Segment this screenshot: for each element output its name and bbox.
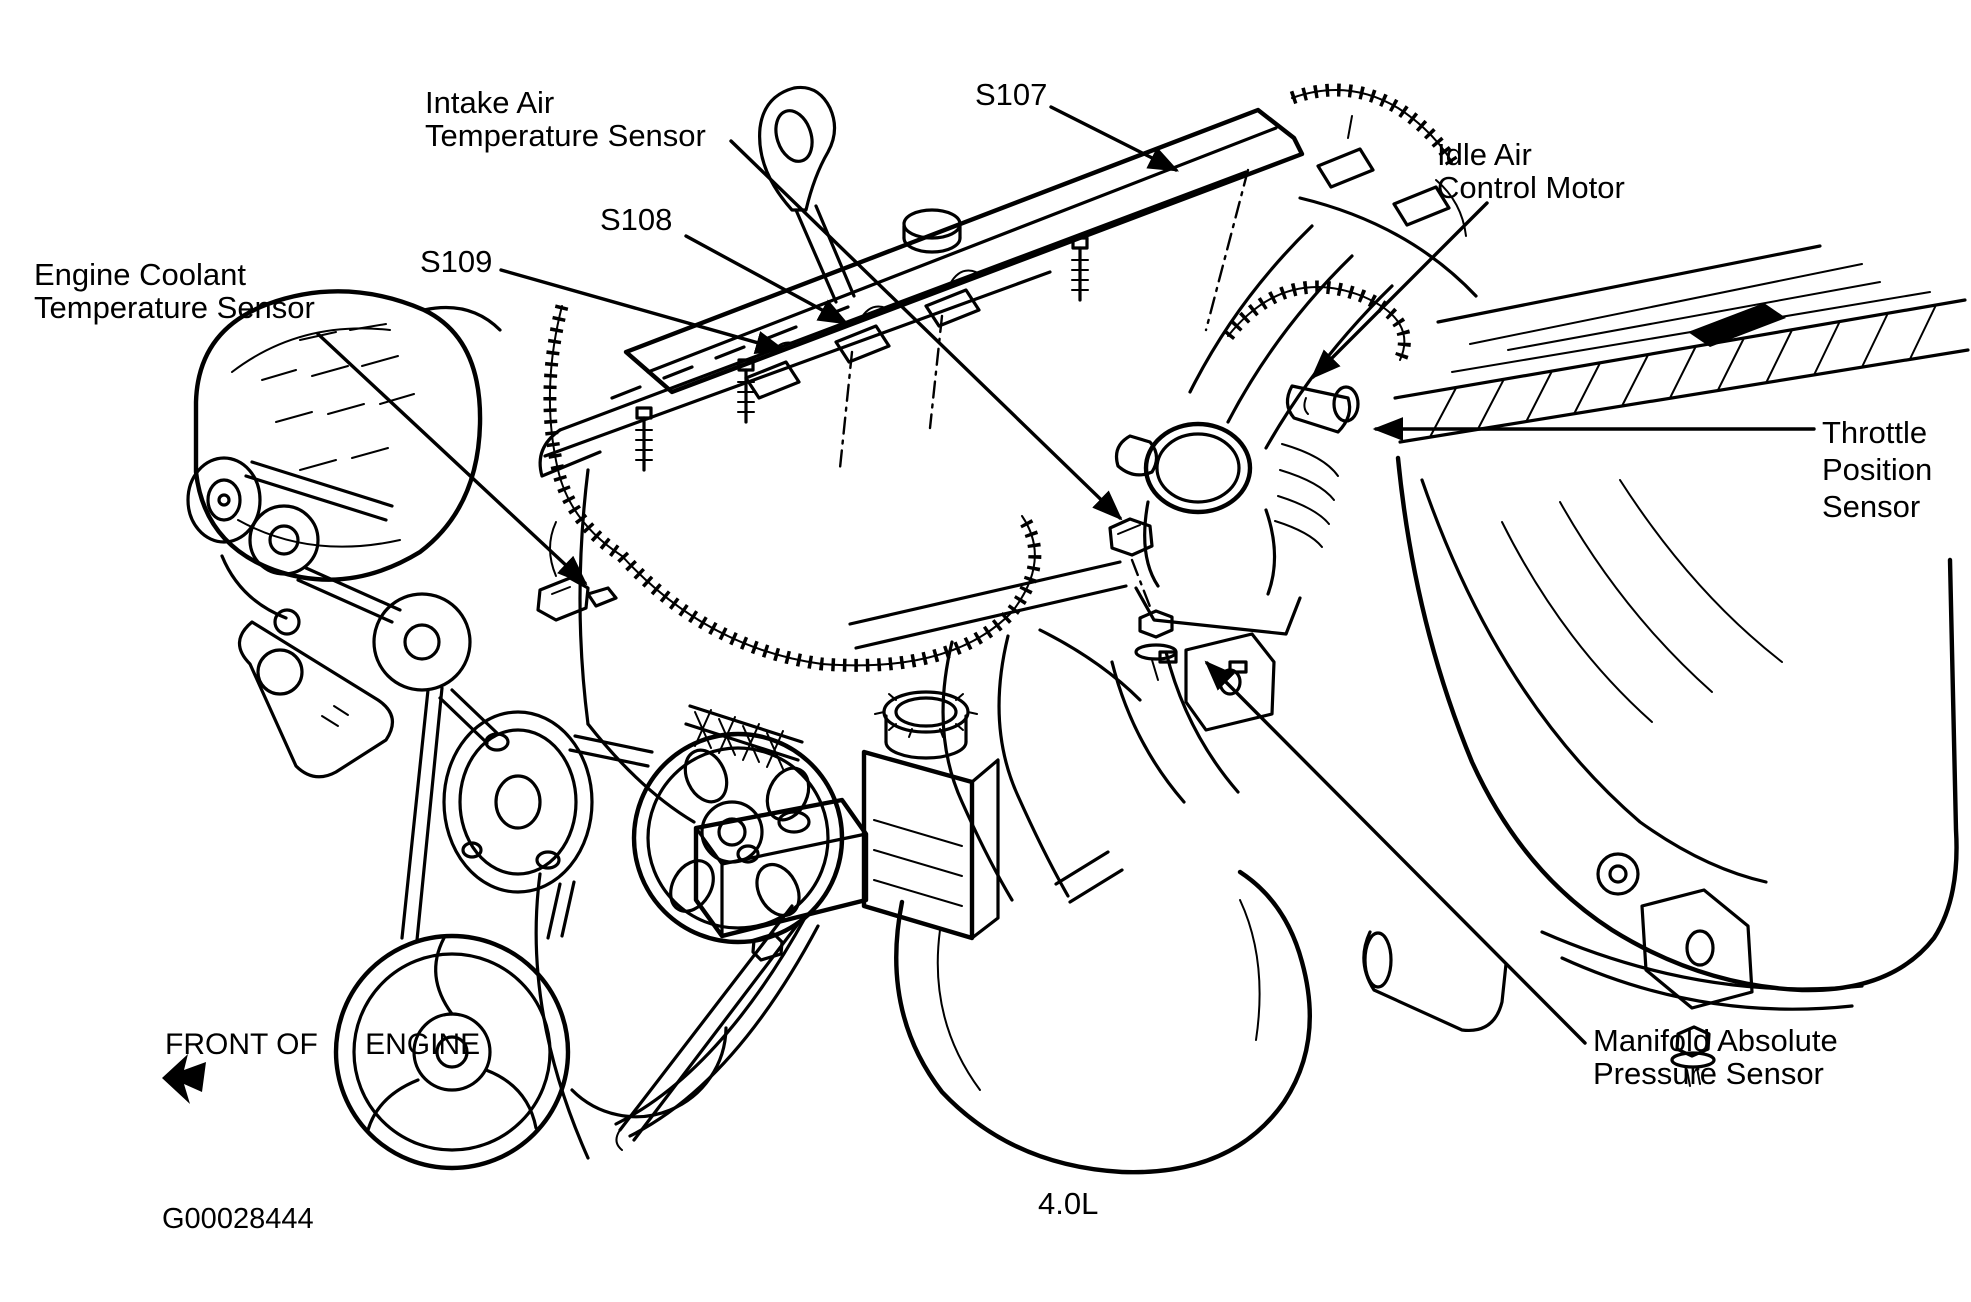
leader-idle-air-control-motor [1310,201,1489,380]
front-of-engine-arrow-icon [162,1054,206,1104]
callout-throttle-position-sensor: Throttle Position Sensor [1822,415,1933,524]
injector-harness [543,83,1467,770]
leader-engine-coolant-temperature-sensor [316,332,588,586]
leader-s108 [684,234,849,325]
sensor-fittings [536,517,1276,732]
intake-air-temperature-sensor-part [1108,517,1178,681]
figure-code: G00028444 [162,1203,314,1235]
engine-coolant-temperature-sensor-part [536,521,618,622]
callout-s109: S109 [420,244,493,279]
stud-spring-3 [1071,236,1089,302]
callout-manifold-absolute-pressure-sensor: Manifold Absolute Pressure Sensor [1593,1023,1838,1091]
callout-intake-air-temperature-sensor: Intake Air Temperature Sensor [425,85,706,153]
leader-lines [316,105,1816,1045]
idle-air-control-motor-part [1222,280,1411,434]
valve-cover-fuel-rail [538,85,1305,478]
ps-reservoir [861,690,1000,941]
throttle-position-sensor-part [1114,434,1159,477]
transmission [1362,244,1970,1087]
callout-s108: S108 [600,202,673,237]
stud-spring-2 [737,358,755,424]
callout-idle-air-control-motor: Idle Air Control Motor [1437,137,1625,205]
leader-s109 [499,268,787,355]
belt-drive [237,460,820,1138]
bolt [1670,1025,1716,1087]
callout-s107: S107 [975,77,1048,112]
stud-spring-1 [635,406,653,472]
callout-engine-coolant-temperature-sensor: Engine Coolant Temperature Sensor [34,257,315,325]
engine-size-label: 4.0L [1038,1186,1099,1221]
throttle-body [1114,280,1411,674]
leader-s107 [1049,105,1180,172]
exhaust-downpipes [894,634,1312,1175]
engine-mount-bracket [693,797,869,962]
alternator [186,289,502,620]
front-of-engine-label: FRONT OF ENGINE [165,1028,481,1061]
leader-manifold-absolute-pressure-sensor [1204,660,1587,1045]
intake-manifold [1188,196,1478,450]
leader-intake-air-temperature-sensor [729,139,1123,521]
engine-block [534,468,1142,1160]
ps-pump-pulley [631,731,845,945]
